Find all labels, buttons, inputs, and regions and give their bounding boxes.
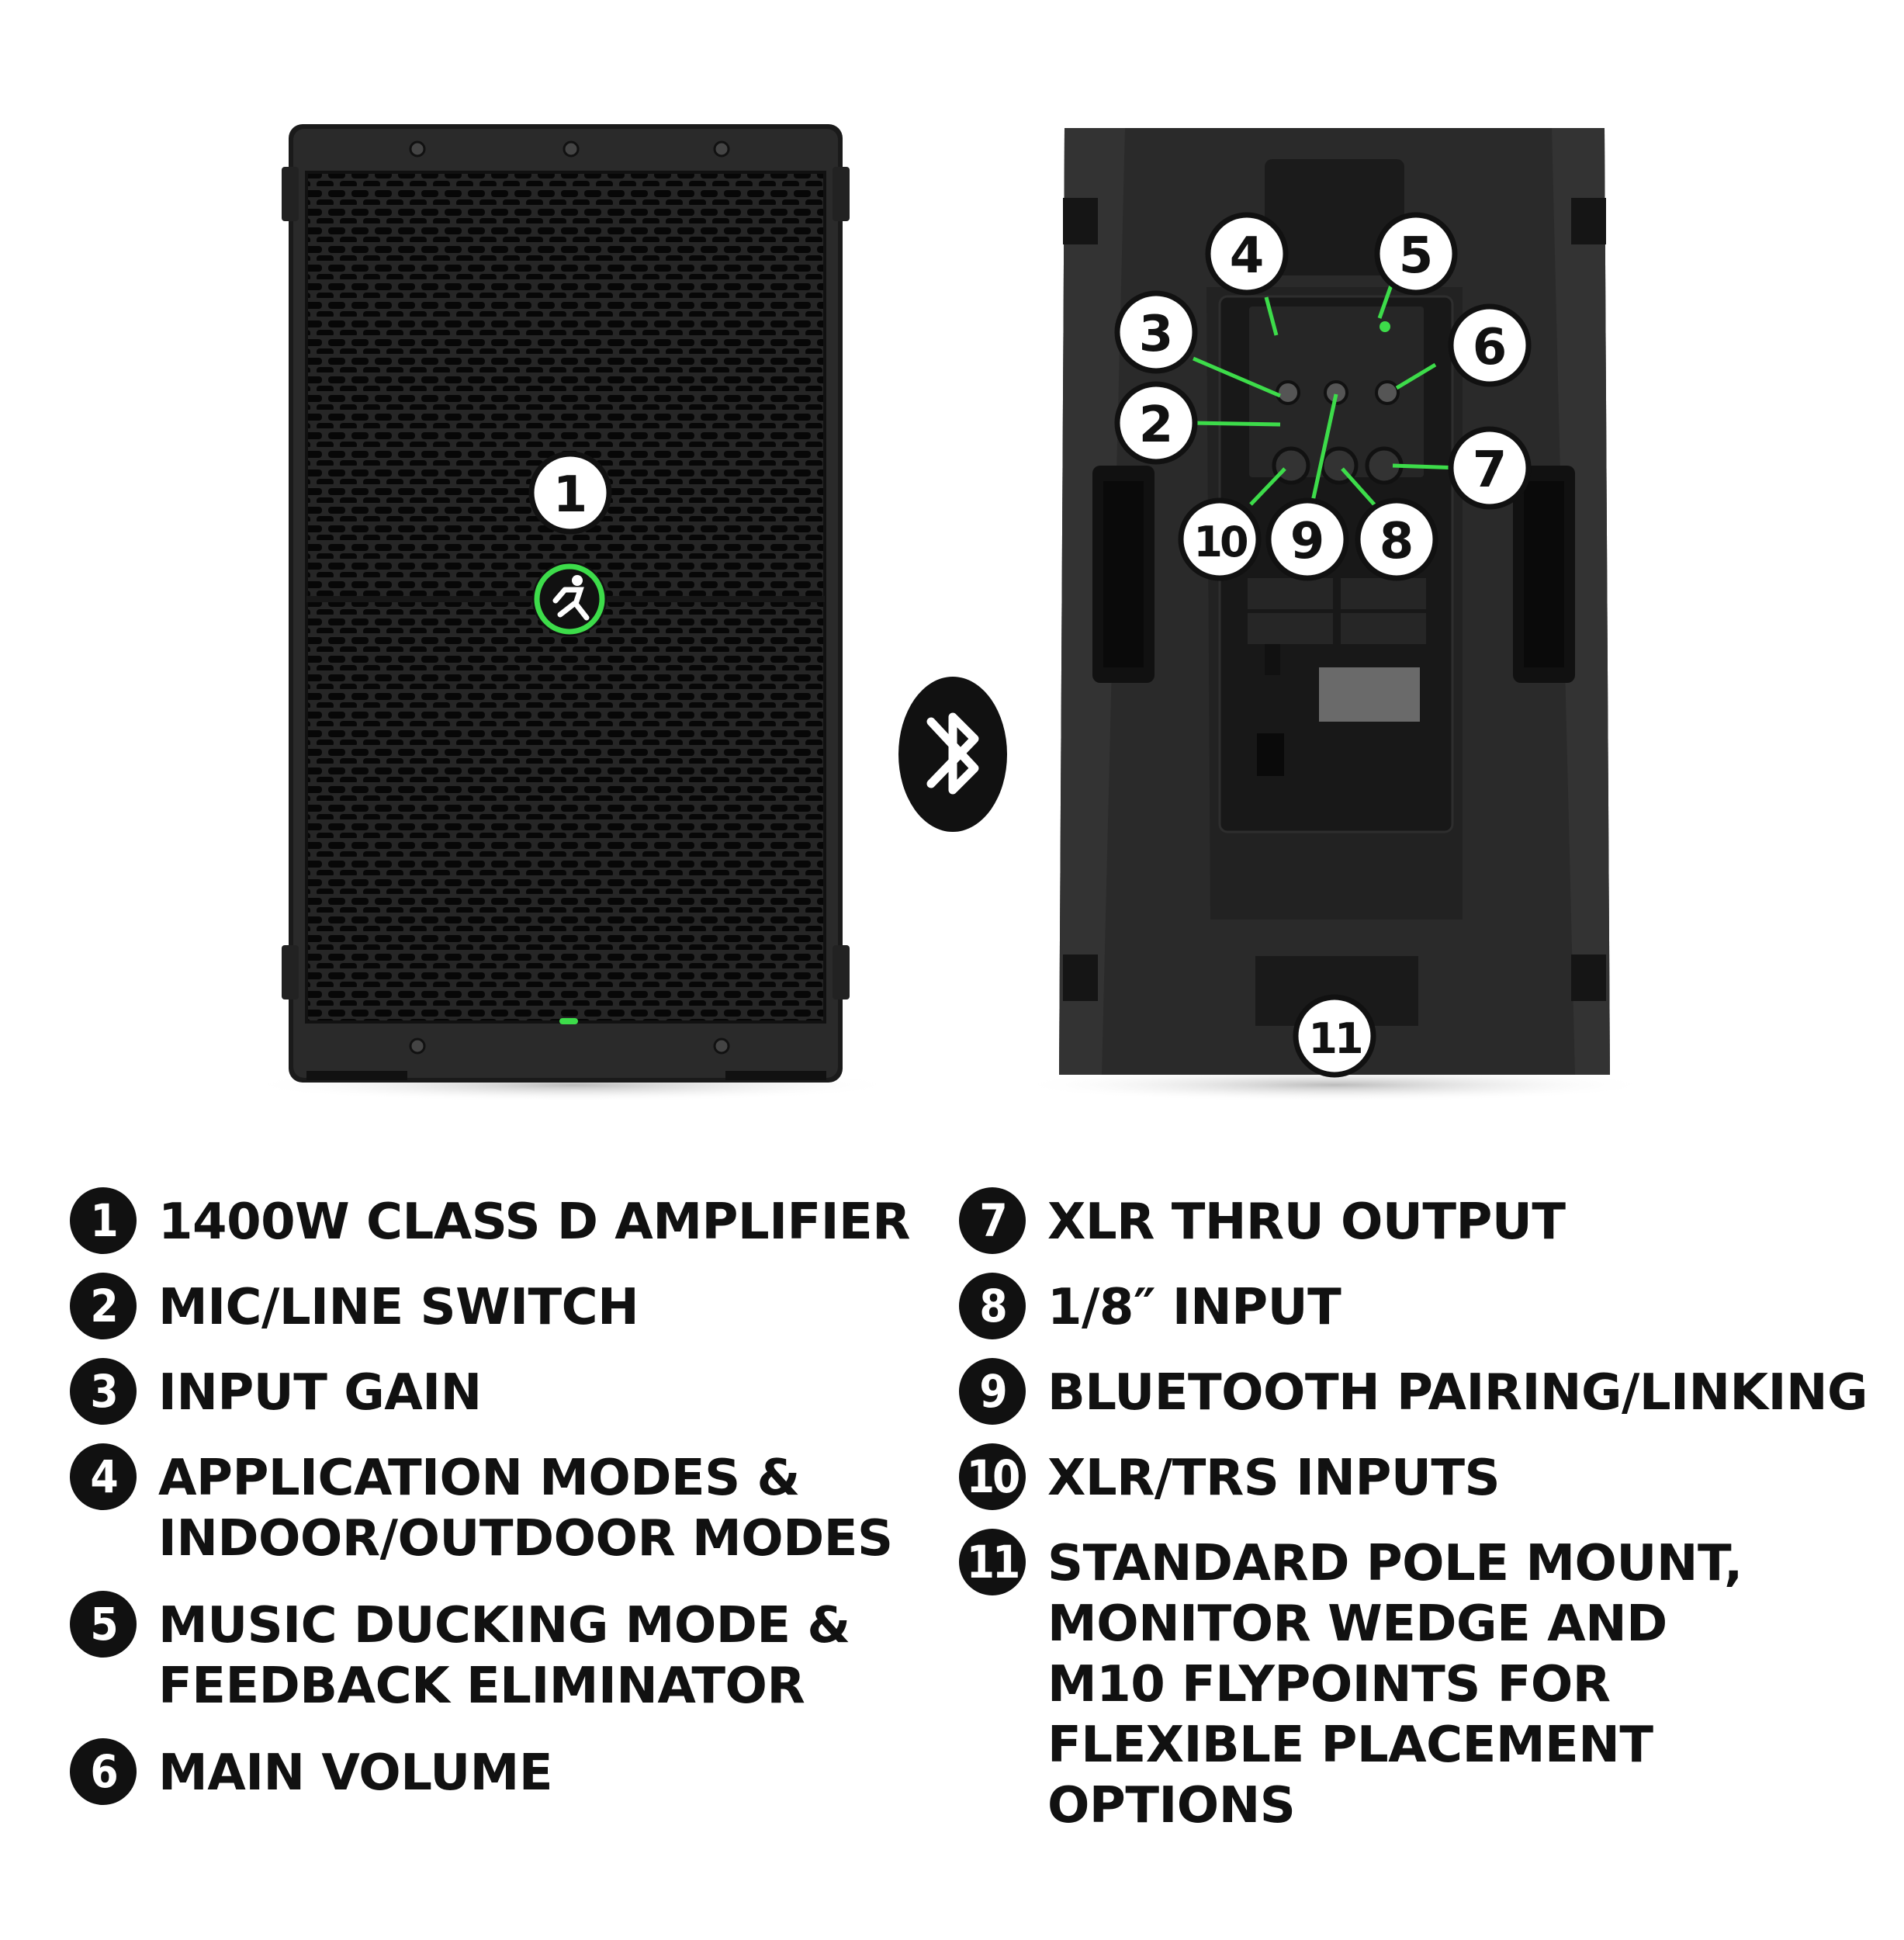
legend-item-8: 8 1/8″ INPUT [959, 1273, 1341, 1339]
callout-6: 6 [1448, 303, 1532, 387]
svg-text:2: 2 [1139, 397, 1174, 454]
legend-item-11: 11 STANDARD POLE MOUNT, MONITOR WEDGE AN… [959, 1529, 1743, 1836]
legend-number-badge: 8 [959, 1273, 1026, 1339]
legend-number-badge: 1 [70, 1187, 137, 1254]
svg-text:6: 6 [1473, 319, 1508, 376]
legend-item-5: 5 MUSIC DUCKING MODE & FEEDBACK ELIMINAT… [70, 1591, 850, 1717]
legend-item-4: 4 APPLICATION MODES & INDOOR/OUTDOOR MOD… [70, 1443, 893, 1569]
callout-7: 7 [1448, 426, 1532, 510]
legend-item-10: 10 XLR/TRS INPUTS [959, 1443, 1501, 1510]
svg-text:10: 10 [1193, 518, 1247, 566]
svg-text:11: 11 [1308, 1014, 1361, 1063]
legend-label: 1400W CLASS D AMPLIFIER [158, 1193, 911, 1251]
legend-label: STANDARD POLE MOUNT, MONITOR WEDGE AND M… [1047, 1535, 1743, 1834]
legend-label: MAIN VOLUME [158, 1744, 553, 1802]
legend-label: MIC/LINE SWITCH [158, 1279, 639, 1336]
legend-item-6: 6 MAIN VOLUME [70, 1738, 553, 1805]
callout-10: 10 [1178, 497, 1262, 581]
legend-number-badge: 7 [959, 1187, 1026, 1254]
speaker-diagram: 1 2 3 4 5 6 7 8 9 10 11 [247, 124, 1653, 1102]
callout-8: 8 [1355, 497, 1438, 581]
mackie-logo-icon [532, 562, 607, 636]
legend-item-3: 3 INPUT GAIN [70, 1358, 482, 1425]
legend-label: APPLICATION MODES & INDOOR/OUTDOOR MODES [158, 1450, 893, 1568]
legend-item-2: 2 MIC/LINE SWITCH [70, 1273, 639, 1339]
legend-label: INPUT GAIN [158, 1364, 482, 1422]
legend-label: 1/8″ INPUT [1047, 1279, 1341, 1336]
legend-item-7: 7 XLR THRU OUTPUT [959, 1187, 1566, 1254]
legend-number-badge: 5 [70, 1591, 137, 1658]
legend-number-badge: 2 [70, 1273, 137, 1339]
svg-text:1: 1 [553, 466, 588, 524]
legend-item-9: 9 BLUETOOTH PAIRING/LINKING [959, 1358, 1868, 1425]
legend-item-1: 1 1400W CLASS D AMPLIFIER [70, 1187, 911, 1254]
callout-3: 3 [1114, 290, 1198, 374]
svg-text:5: 5 [1399, 227, 1434, 285]
legend-number-badge: 4 [70, 1443, 137, 1510]
legend-number-badge: 10 [959, 1443, 1026, 1510]
legend-number-badge: 11 [959, 1529, 1026, 1595]
callout-1: 1 [528, 451, 612, 535]
legend-label: XLR/TRS INPUTS [1047, 1450, 1501, 1507]
callout-2: 2 [1114, 381, 1198, 465]
callout-11: 11 [1293, 994, 1376, 1078]
back-speaker [1016, 128, 1653, 1102]
svg-text:3: 3 [1139, 306, 1174, 363]
svg-text:8: 8 [1380, 513, 1414, 570]
legend-number-badge: 9 [959, 1358, 1026, 1425]
front-speaker [247, 124, 898, 1102]
legend-label: XLR THRU OUTPUT [1047, 1193, 1566, 1251]
bluetooth-icon [898, 677, 1007, 832]
legend-label: BLUETOOTH PAIRING/LINKING [1047, 1364, 1868, 1422]
svg-text:7: 7 [1473, 442, 1508, 499]
legend-number-badge: 3 [70, 1358, 137, 1425]
callout-4: 4 [1205, 212, 1289, 296]
callout-5: 5 [1374, 212, 1458, 296]
svg-text:9: 9 [1290, 513, 1325, 570]
legend-number-badge: 6 [70, 1738, 137, 1805]
callout-9: 9 [1265, 497, 1349, 581]
svg-text:4: 4 [1230, 227, 1265, 285]
legend-label: MUSIC DUCKING MODE & FEEDBACK ELIMINATOR [158, 1597, 850, 1715]
